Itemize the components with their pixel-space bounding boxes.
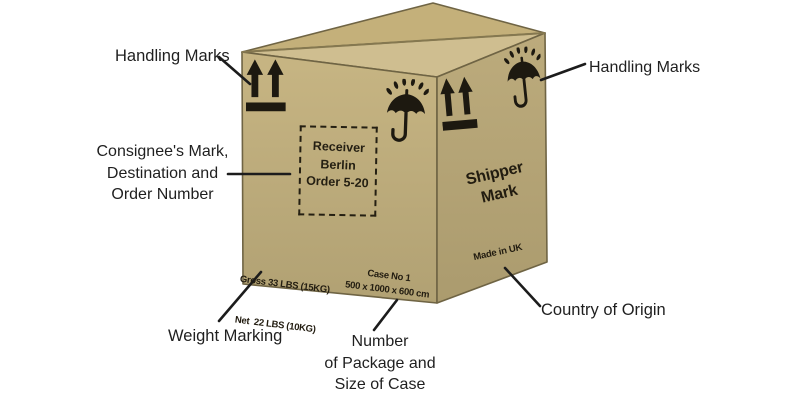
label-package-line2: of Package and bbox=[324, 354, 436, 372]
leader-handling-marks-right bbox=[539, 62, 587, 82]
leader-package-size bbox=[372, 298, 399, 332]
this-way-up-icon bbox=[246, 58, 287, 120]
consignee-mark-dashed-frame: Receiver Berlin Order 5-20 bbox=[298, 125, 378, 217]
label-consignee-mark: Consignee's Mark, Destination and Order … bbox=[95, 141, 230, 206]
keep-dry-icon bbox=[502, 45, 547, 115]
order-number-line: Order 5-20 bbox=[305, 173, 369, 191]
label-consignee-line1: Consignee's Mark, bbox=[96, 143, 229, 160]
consignee-mark-text: Receiver Berlin Order 5-20 bbox=[300, 137, 376, 193]
label-handling-marks-left: Handling Marks bbox=[115, 47, 230, 65]
leader-handling-marks-left bbox=[217, 55, 252, 86]
label-weight-marking: Weight Marking bbox=[168, 327, 283, 345]
label-package-line3: Size of Case bbox=[334, 376, 426, 393]
label-country-of-origin: Country of Origin bbox=[541, 301, 666, 319]
leader-country-of-origin bbox=[503, 266, 542, 308]
keep-dry-icon bbox=[383, 78, 430, 148]
label-package-size: Number of Package and Size of Case bbox=[316, 331, 444, 396]
label-handling-marks-right: Handling Marks bbox=[589, 59, 701, 76]
this-way-up-icon bbox=[438, 75, 479, 140]
gross-weight-line: Gross 33 LBS (15KG) bbox=[239, 273, 331, 296]
label-consignee-line3: Order Number bbox=[111, 186, 214, 203]
box-top-seam bbox=[241, 32, 546, 53]
label-package-line1: Number bbox=[351, 333, 409, 350]
receiver-line: Receiver bbox=[312, 138, 366, 156]
label-consignee-line2: Destination and bbox=[106, 164, 219, 182]
leader-weight-marking bbox=[217, 270, 263, 323]
